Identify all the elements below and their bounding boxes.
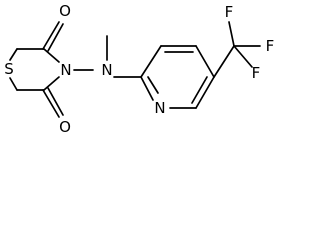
bond-npy-c2-inner (147, 76, 159, 94)
atom-nitrogen-pyridine: N (154, 99, 165, 117)
atom-fluorine-right: F (266, 37, 275, 55)
bond-c3-o-double-b (47, 23, 64, 52)
bond-c5-o-double-a (42, 89, 60, 118)
bond-c5-c6py (195, 76, 215, 109)
bond-c5-c6py-inner (191, 76, 208, 104)
atom-nitrogen-imide: N (60, 61, 71, 79)
bond-c5-o-double-b (47, 87, 64, 116)
bond-npy-c2 (140, 76, 154, 101)
n-methylamino-linker (73, 35, 142, 78)
bond-s1-c2 (9, 48, 18, 61)
thiomorpholine-dione-ring (9, 21, 64, 118)
atom-oxygen-bottom: O (59, 118, 71, 136)
pyridine-ring (140, 45, 215, 109)
bond-c3-n4 (43, 48, 60, 63)
bond-c6-s1 (9, 77, 18, 91)
atom-sulfur: S (4, 60, 14, 78)
bond-c2-c3py (140, 45, 162, 78)
trifluoromethyl-group (213, 21, 261, 78)
bond-cf3-f-top (228, 21, 235, 47)
bond-c4-c5py (195, 45, 215, 78)
atom-oxygen-top: O (59, 2, 71, 20)
bond-n4-c5 (43, 76, 60, 91)
atom-fluorine-top: F (225, 3, 234, 21)
atom-fluorine-bottom: F (252, 64, 261, 82)
bond-c3-o-double-a (42, 21, 60, 50)
bond-cf3-f-bottom (233, 45, 253, 68)
chemical-structure: O O N N S N F F F (4, 2, 275, 136)
bond-c4py-cf3 (213, 45, 235, 78)
atom-nitrogen-amine: N (101, 61, 112, 79)
